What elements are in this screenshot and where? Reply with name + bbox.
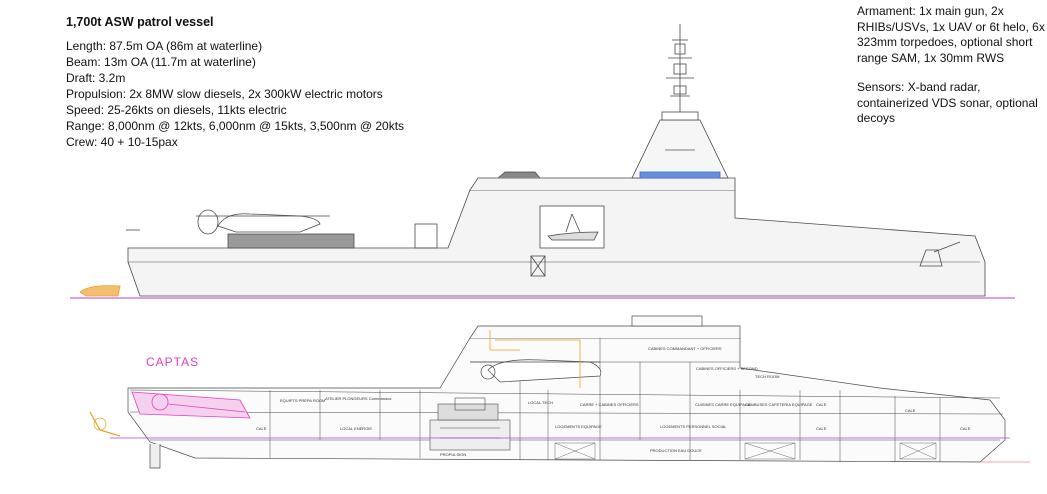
section-piping <box>489 330 581 388</box>
compartment-label: CARRE + CABINES OFFICIERS <box>580 402 639 407</box>
sensors-note: Sensors: X-band radar, containerized VDS… <box>857 80 1038 125</box>
compartment-label: CAMBUSES CAFETERIA EQUIPAGE <box>745 402 813 407</box>
compartment-label: LOCAL ENERGIE <box>340 426 372 431</box>
profile-hangar-netting <box>227 233 355 249</box>
section-helicopter <box>470 359 602 383</box>
profile-boat-bay <box>539 205 605 249</box>
compartment-label: CABINES OFFICIERS + SECOND <box>696 366 758 371</box>
compartment-label: ATELIER PLONGEURS Commandos <box>325 396 391 401</box>
section-engines <box>429 397 511 451</box>
compartment-label: LOGEMENTS PERSONNEL SOCIAL <box>660 424 727 429</box>
spec-block: 1,700t ASW patrol vessel Length: 87.5m O… <box>66 14 404 150</box>
section-hull <box>127 337 1006 463</box>
compartment-label: CALE <box>816 426 827 431</box>
section-bulkheads <box>269 338 941 462</box>
compartment-label: PROPULSION <box>440 452 466 457</box>
compartment-label: CALE <box>816 402 827 407</box>
compartment-label: CALE <box>905 408 916 413</box>
compartment-label: CALE <box>256 426 267 431</box>
spec-propulsion: Propulsion: 2x 8MW slow diesels, 2x 300k… <box>66 87 383 101</box>
notes-block: Armament: 1x main gun, 2x RHIBs/USVs, 1x… <box>857 4 1045 141</box>
spec-crew: Crew: 40 + 10-15pax <box>66 135 178 149</box>
section-compartment-labels: EQUIPTS PREPA ROOM ATELIER PLONGEURS Com… <box>256 346 971 457</box>
profile-mast <box>631 24 729 179</box>
compartment-label: CALE <box>960 426 971 431</box>
compartment-label: CUISINES CARRE EQUIPAGE <box>695 402 751 407</box>
compartment-label: EQUIPTS PREPA ROOM <box>280 398 325 403</box>
spec-speed: Speed: 25-26kts on diesels, 11kts electr… <box>66 103 287 117</box>
section-view <box>89 315 1030 469</box>
spec-length: Length: 87.5m OA (86m at waterline) <box>66 39 263 53</box>
profile-superstructure <box>469 177 736 191</box>
compartment-label: LOCAL TECH <box>528 400 553 405</box>
captas-sonar <box>131 391 251 419</box>
compartment-label: PRODUCTION EAU DOUCE <box>650 448 702 453</box>
compartment-label: TECH ROOM <box>755 374 779 379</box>
compartment-label: LOGEMENTS EQUIPAGE <box>555 424 602 429</box>
spec-draft: Draft: 3.2m <box>66 71 126 85</box>
profile-view <box>70 24 1015 299</box>
compartment-label: CABINES COMMANDANT + OFFICIERS <box>648 346 722 351</box>
spec-range: Range: 8,000nm @ 12kts, 6,000nm @ 15kts,… <box>66 119 405 133</box>
captas-label: CAPTAS <box>146 355 199 369</box>
spec-beam: Beam: 13m OA (11.7m at waterline) <box>66 55 256 69</box>
profile-stern-rhib <box>79 285 121 297</box>
profile-main-gun <box>919 241 961 267</box>
vessel-title: 1,700t ASW patrol vessel <box>66 15 214 29</box>
armament-note: Armament: 1x main gun, 2x RHIBs/USVs, 1x… <box>857 4 1045 65</box>
profile-helicopter <box>196 209 330 235</box>
